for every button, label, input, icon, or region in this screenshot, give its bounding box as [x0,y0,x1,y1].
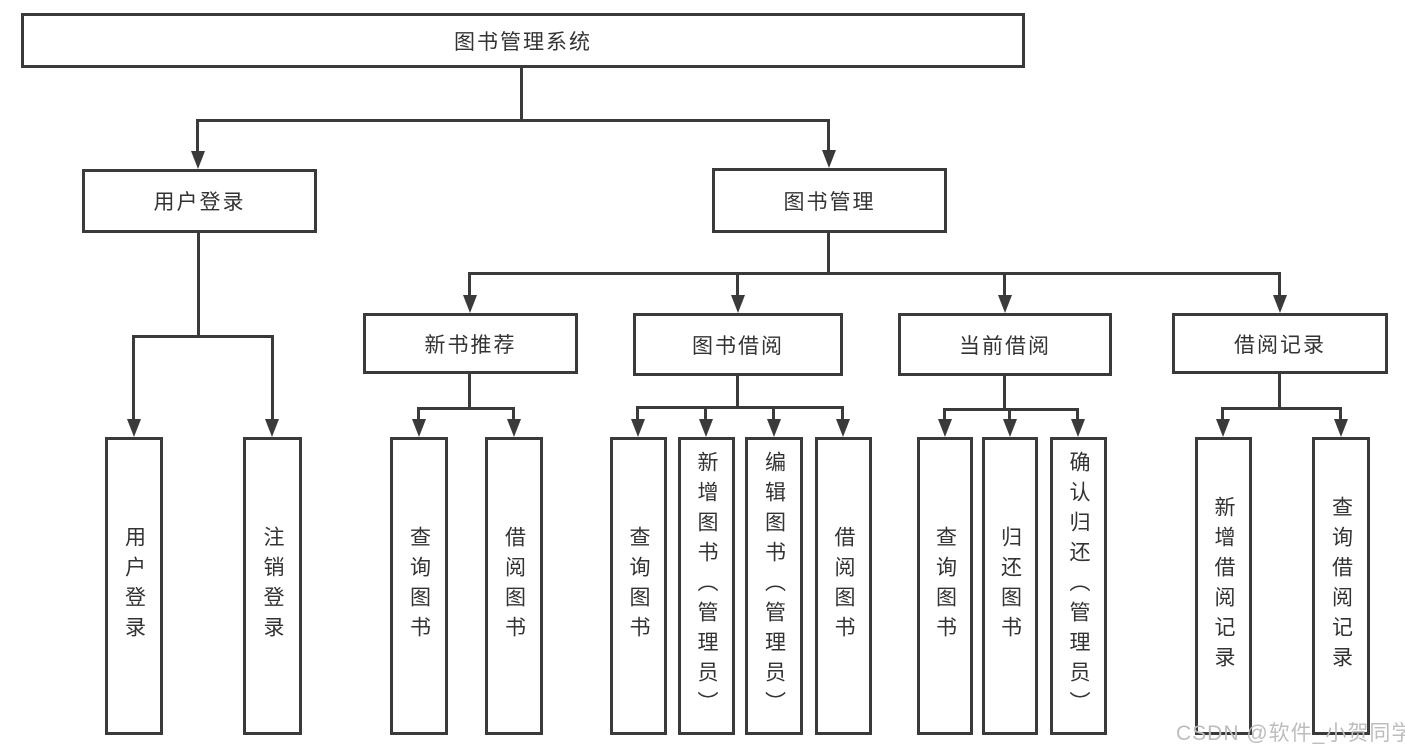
connector-stem [417,408,420,421]
leaf-borrow-books-rec-label: 借阅图书 [502,526,526,646]
arrow-down-icon [1071,419,1085,437]
connector-stem [512,408,515,421]
node-new-book-recommend: 新书推荐 [363,313,578,374]
arrow-down-icon [463,295,477,313]
connector-stem-borrow-records [1278,273,1281,297]
connector-stem [841,407,844,421]
connector-stem-current-borrow [1003,273,1006,297]
arrow-down-icon [265,419,279,437]
leaf-query-books-borrow: 查询图书 [610,437,667,735]
leaf-logout-login-label: 注销登录 [261,526,284,646]
leaf-query-books-rec-label: 查询图书 [407,526,431,646]
arrow-down-icon [631,419,645,437]
node-borrow-records-label: 借阅记录 [1234,333,1326,357]
connector-new-rec-horizontal [417,407,515,410]
arrow-down-icon [822,150,836,168]
node-user-login-label: 用户登录 [153,191,246,214]
arrow-down-icon [699,419,713,437]
leaf-add-book-admin-label: 新增图书（管理员） [695,451,718,721]
connector-stem [1076,409,1079,421]
arrow-down-icon [836,419,850,437]
arrow-down-icon [1334,419,1348,437]
leaf-user-login: 用户登录 [105,437,163,735]
leaf-borrow-books-label: 借阅图书 [832,526,855,646]
leaf-query-books-current: 查询图书 [917,437,973,735]
leaf-user-login-label: 用户登录 [122,526,146,646]
node-borrow-records: 借阅记录 [1172,313,1388,374]
node-book-borrow-label: 图书借阅 [692,334,784,358]
connector-book-borrow-vertical [736,375,739,409]
leaf-query-books-borrow-label: 查询图书 [627,526,650,646]
leaf-confirm-return-admin-label: 确认归还（管理员） [1067,451,1090,721]
connector-stem [636,407,639,421]
node-new-book-recommend-label: 新书推荐 [424,333,517,357]
connector-user-login-horizontal [132,335,274,338]
leaf-edit-book-admin-label: 编辑图书（管理员） [762,451,786,721]
node-user-login: 用户登录 [82,169,317,233]
arrow-down-icon [767,419,781,437]
node-root-system: 图书管理系统 [21,13,1025,68]
node-book-management: 图书管理 [712,168,947,233]
leaf-query-borrow-record: 查询借阅记录 [1312,437,1370,735]
connector-current-borrow-vertical [1003,375,1006,411]
arrow-down-icon [938,419,952,437]
connector-stem-book-borrow [736,273,739,297]
connector-current-borrow-horizontal [943,408,1079,411]
connector-stem [943,409,946,421]
node-current-borrow-label: 当前借阅 [959,334,1051,358]
connector-stem [1339,408,1342,421]
connector-stem [1008,409,1011,421]
csdn-watermark: CSDN @软件_小贺同学 [1176,722,1405,745]
connector-root-vertical [520,67,523,121]
connector-stem-leaf-user-login [132,336,135,421]
connector-book-mgmt-horizontal [468,272,1281,275]
leaf-borrow-books: 借阅图书 [815,437,872,735]
arrow-down-icon [731,295,745,313]
connector-user-login-vertical [197,232,200,338]
leaf-return-book: 归还图书 [982,437,1038,735]
leaf-add-borrow-record-label: 新增借阅记录 [1212,496,1235,676]
arrow-down-icon [507,419,521,437]
arrow-down-icon [127,419,141,437]
connector-stem [1221,408,1224,421]
connector-stem [704,407,707,421]
arrow-down-icon [412,419,426,437]
connector-borrow-records-horizontal [1221,407,1342,410]
node-book-management-label: 图书管理 [783,190,876,214]
connector-book-mgmt-vertical [827,232,830,275]
arrow-down-icon [191,151,205,169]
leaf-query-books-current-label: 查询图书 [933,526,957,646]
connector-root-horizontal [196,119,830,122]
leaf-edit-book-admin: 编辑图书（管理员） [745,437,803,735]
leaf-query-borrow-record-label: 查询借阅记录 [1329,496,1353,676]
arrow-down-icon [1216,419,1230,437]
connector-new-rec-vertical [468,372,471,410]
node-root-label: 图书管理系统 [454,30,592,54]
leaf-logout-login: 注销登录 [243,437,302,735]
leaf-query-books-rec: 查询图书 [390,437,448,735]
connector-stem-leaf-logout [271,336,274,421]
leaf-borrow-books-rec: 借阅图书 [485,437,543,735]
leaf-add-borrow-record: 新增借阅记录 [1195,437,1252,735]
node-current-borrow: 当前借阅 [898,313,1112,376]
arrow-down-icon [1273,295,1287,313]
leaf-add-book-admin: 新增图书（管理员） [678,437,735,735]
arrow-down-icon [998,295,1012,313]
connector-stem-user-login [196,120,199,153]
connector-stem [772,407,775,421]
leaf-confirm-return-admin: 确认归还（管理员） [1050,437,1107,735]
leaf-return-book-label: 归还图书 [998,526,1022,646]
connector-book-borrow-horizontal [636,406,844,409]
arrow-down-icon [1003,419,1017,437]
node-book-borrow: 图书借阅 [633,313,843,376]
connector-stem-new-rec [468,273,471,297]
connector-stem-book-mgmt [827,120,830,152]
connector-borrow-records-vertical [1278,372,1281,410]
